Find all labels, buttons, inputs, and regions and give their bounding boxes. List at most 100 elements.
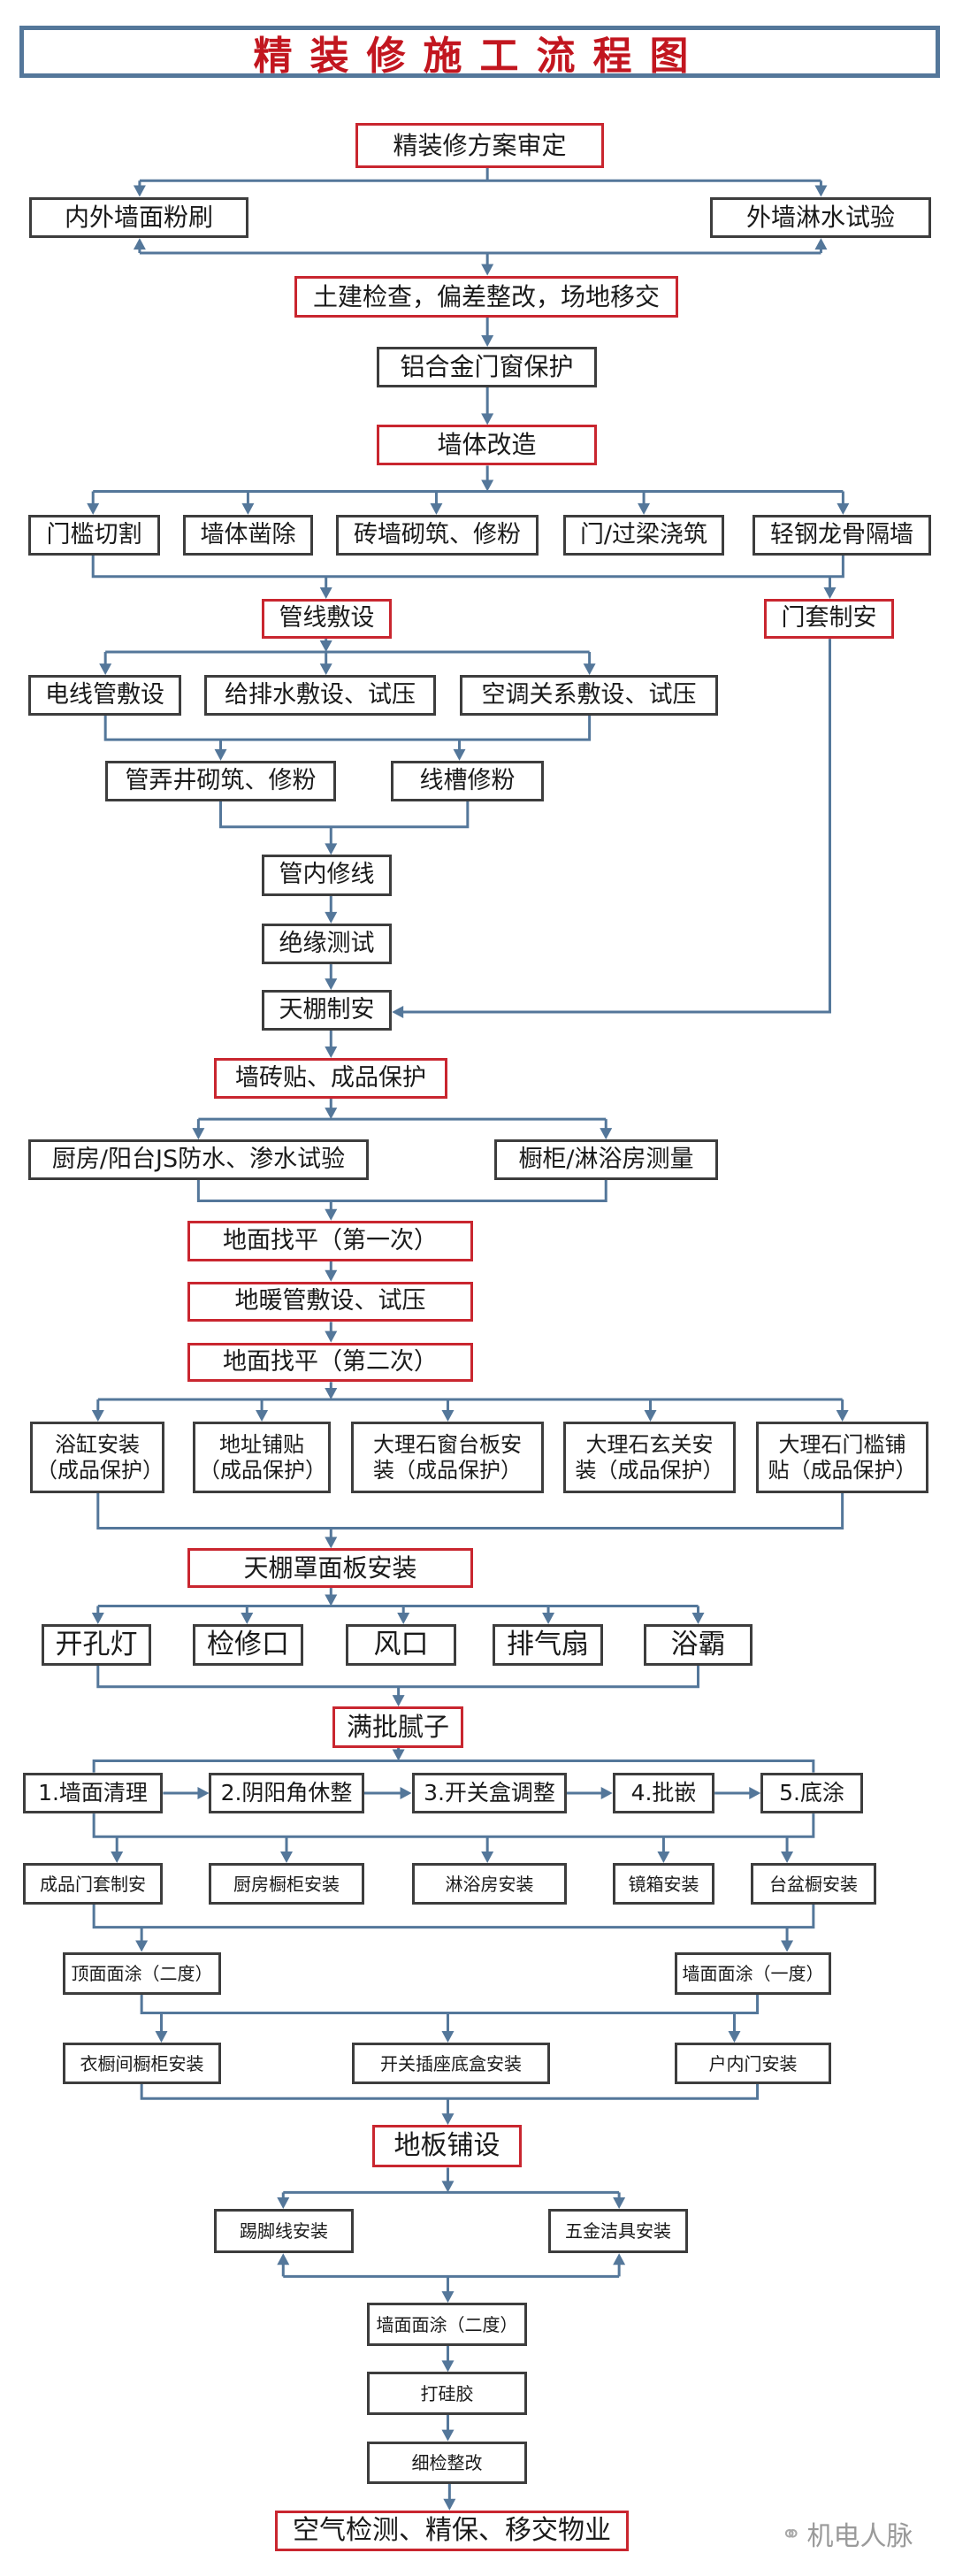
arrowhead xyxy=(481,479,494,492)
step-box: 大理石窗台板安 装（成品保护） xyxy=(351,1422,544,1493)
arrowhead xyxy=(481,1852,494,1863)
arrowhead xyxy=(400,1787,412,1800)
step-box: 地址铺贴 （成品保护） xyxy=(193,1422,331,1493)
step-box: 厨房/阳台JS防水、渗水试验 xyxy=(28,1139,369,1180)
arrowhead xyxy=(443,2498,456,2511)
arrowhead xyxy=(481,413,494,426)
arrowhead xyxy=(319,663,332,676)
key-step-box: 地暖管敷设、试压 xyxy=(187,1282,473,1322)
step-box: 浴缸安装 （成品保护） xyxy=(30,1422,164,1493)
step-box: 橱柜/淋浴房测量 xyxy=(494,1139,718,1180)
arrowhead xyxy=(392,1749,405,1761)
arrowhead xyxy=(325,1594,338,1606)
step-box: 风口 xyxy=(346,1624,456,1666)
step-box: 浴霸 xyxy=(644,1624,753,1666)
step-box: 铝合金门窗保护 xyxy=(377,347,597,387)
arrowhead xyxy=(441,2030,455,2043)
arrowhead xyxy=(542,1613,555,1624)
key-step-box: 地面找平（第二次） xyxy=(187,1343,473,1382)
step-box: 线槽修粉 xyxy=(391,761,544,801)
arrowhead xyxy=(325,1269,338,1282)
arrowhead xyxy=(644,1409,657,1422)
arrowhead xyxy=(613,2253,626,2266)
arrowhead xyxy=(441,1409,455,1422)
arrowhead xyxy=(441,2113,455,2126)
step-box: 衣橱间橱柜安装 xyxy=(63,2043,221,2084)
key-step-box: 地面找平（第一次） xyxy=(187,1221,473,1261)
arrowhead xyxy=(441,2360,455,2373)
step-box: 给排水敷设、试压 xyxy=(204,675,436,716)
arrowhead xyxy=(155,2030,168,2043)
arrowhead xyxy=(91,1409,104,1422)
key-step-box: 墙体改造 xyxy=(377,425,597,465)
arrowhead xyxy=(325,1046,338,1059)
step-box: 踢脚线安装 xyxy=(214,2209,354,2253)
arrowhead xyxy=(241,1613,254,1624)
step-box: 墙体凿除 xyxy=(183,515,313,556)
connector-line xyxy=(91,555,844,579)
step-box: 成品门套制安 xyxy=(23,1863,163,1905)
step-box: 砖墙砌筑、修粉 xyxy=(336,515,539,556)
arrowhead xyxy=(135,1940,149,1952)
arrowhead xyxy=(441,2429,455,2442)
arrowhead xyxy=(325,1208,338,1221)
key-step-box: 满批腻子 xyxy=(332,1706,463,1748)
arrowhead xyxy=(325,978,338,991)
step-box: 电线管敷设 xyxy=(28,675,181,716)
arrowhead xyxy=(325,1330,338,1343)
step-box: 大理石玄关安 装（成品保护） xyxy=(563,1422,736,1493)
arrowhead xyxy=(430,502,443,515)
step-box: 检修口 xyxy=(193,1624,303,1666)
step-box: 轻钢龙骨隔墙 xyxy=(753,515,931,556)
arrowhead xyxy=(481,264,494,276)
step-box: 门/过梁浇筑 xyxy=(563,515,724,556)
step-box: 开关插座底盒安装 xyxy=(352,2043,550,2084)
step-box: 4.批嵌 xyxy=(613,1773,714,1813)
step-box: 门槛切割 xyxy=(28,515,160,556)
arrowhead xyxy=(481,334,494,347)
arrowhead xyxy=(319,587,332,600)
connector-line xyxy=(140,1994,760,2014)
watermark: ⚭ 机电人脉 xyxy=(781,2514,913,2553)
step-box: 1.墙面清理 xyxy=(23,1773,163,1813)
arrowhead xyxy=(781,1852,794,1863)
arrowhead xyxy=(133,238,146,250)
step-box: 五金洁具安装 xyxy=(548,2209,688,2253)
arrowhead xyxy=(600,1128,613,1140)
arrowhead xyxy=(192,1128,205,1140)
step-box: 管弄井砌筑、修粉 xyxy=(105,761,336,801)
step-box: 镜箱安装 xyxy=(613,1863,714,1905)
step-box: 外墙淋水试验 xyxy=(710,197,931,238)
arrowhead xyxy=(256,1409,269,1422)
step-box: 打硅胶 xyxy=(367,2372,527,2415)
arrowhead xyxy=(325,1388,338,1400)
arrowhead xyxy=(319,640,332,653)
connector-line xyxy=(92,1813,815,1838)
arrowhead xyxy=(277,2197,290,2210)
step-box: 开孔灯 xyxy=(42,1624,151,1666)
arrowhead xyxy=(749,1787,761,1800)
step-box: 内外墙面粉刷 xyxy=(29,197,248,238)
connector-line xyxy=(140,2083,760,2100)
step-box: 绝缘测试 xyxy=(262,924,392,964)
key-step-box: 管线敷设 xyxy=(262,599,392,639)
step-box: 淋浴房安装 xyxy=(412,1863,567,1905)
key-step-box: 精装修方案审定 xyxy=(355,123,604,168)
key-step-box: 地板铺设 xyxy=(372,2125,522,2167)
step-box: 墙面面涂（一度） xyxy=(675,1952,831,1995)
connector-line xyxy=(196,1179,607,1202)
connector-line xyxy=(219,801,470,829)
arrowhead xyxy=(814,238,828,250)
arrowhead xyxy=(836,1409,849,1422)
step-box: 3.开关盒调整 xyxy=(412,1773,567,1813)
arrowhead xyxy=(814,185,828,197)
arrowhead xyxy=(441,2181,455,2193)
arrowhead xyxy=(583,663,596,676)
key-step-box: 天棚罩面板安装 xyxy=(187,1548,473,1588)
arrowhead xyxy=(214,748,227,761)
arrowhead xyxy=(111,1852,124,1863)
arrowhead xyxy=(397,1613,410,1624)
connector-line xyxy=(401,639,831,1014)
